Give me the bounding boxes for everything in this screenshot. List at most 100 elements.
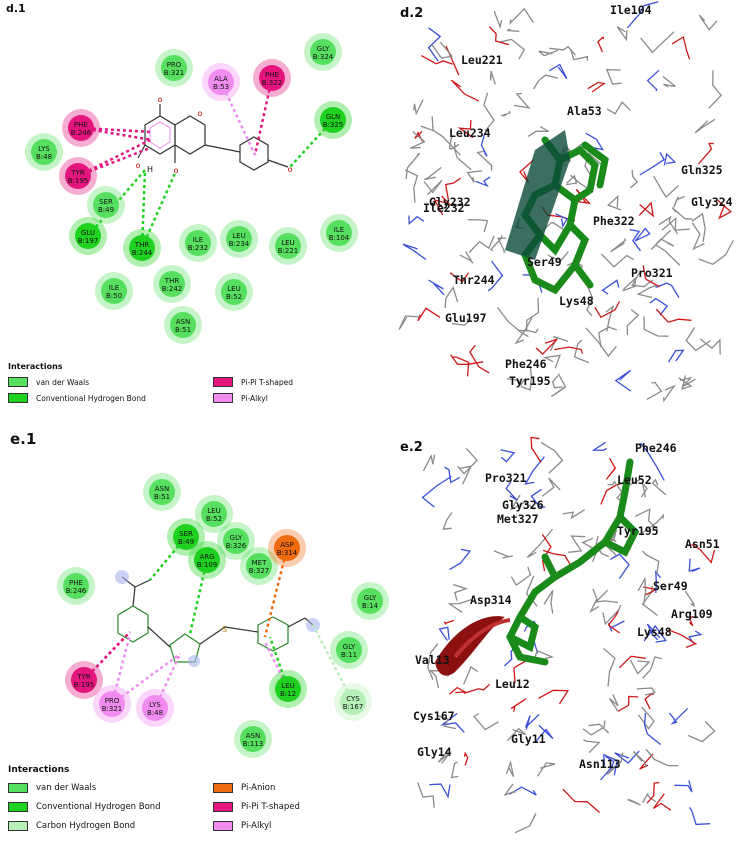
legend-label: Pi-Alkyl: [241, 821, 272, 831]
legend-swatch: [8, 821, 28, 831]
residue-asn-b113: [240, 726, 266, 752]
residue-label-3d: Glu197: [445, 311, 487, 325]
residue-label: LYS: [149, 701, 161, 709]
panel-tag-e1: e.1: [10, 430, 37, 448]
residue-label-3d: Ala53: [567, 104, 602, 118]
residue-label-3d: Met327: [497, 512, 539, 526]
residue-label: B:327: [249, 567, 270, 575]
residue-label: B:109: [197, 561, 218, 569]
residue-label: GLY: [343, 643, 356, 651]
residue-label: LYS: [38, 145, 50, 153]
residue-lys-b48: [31, 139, 57, 165]
legend-item: van der Waals: [8, 783, 96, 793]
residue-label: GLU: [81, 229, 95, 237]
residue-label-3d: Ser49: [653, 579, 688, 593]
panel-tag-d1: d.1: [6, 2, 26, 15]
residue-ser-b49: [173, 524, 199, 550]
residue-label: GLY: [317, 45, 330, 53]
residue-label-3d: Tyr195: [509, 374, 551, 388]
interaction-line: [289, 119, 334, 168]
residue-label: B:195: [68, 177, 89, 185]
residue-label: B:326: [226, 542, 247, 550]
ligand-structure-e1: [117, 576, 316, 663]
residue-label-3d: Val13: [415, 653, 450, 667]
svg-text:o: o: [174, 166, 179, 175]
svg-text:H: H: [147, 165, 153, 174]
legend-swatch: [213, 821, 233, 831]
residue-label-3d: Pro321: [631, 266, 673, 280]
interaction-line: [253, 77, 274, 156]
residue-label-3d: Asn113: [579, 757, 621, 771]
legend-swatch: [8, 783, 28, 793]
residue-label: ASN: [155, 485, 169, 493]
residue-label-3d: Gly14: [417, 745, 452, 759]
legend-item: Pi-Pi T-shaped: [213, 802, 300, 812]
interaction-line: [311, 624, 355, 703]
svg-text:o: o: [136, 161, 141, 170]
legend-label: Conventional Hydrogen Bond: [36, 802, 161, 812]
svg-text:S: S: [222, 625, 227, 634]
residue-label-3d: Lys48: [559, 294, 594, 308]
residue-label: CYS: [346, 695, 360, 703]
legend-swatch: [8, 377, 28, 387]
residue-phe-b246: [68, 115, 94, 141]
residue-label-3d: Lys48: [637, 625, 672, 639]
legend-item: van der Waals: [8, 377, 89, 387]
residue-label-3d: Tyr195: [617, 524, 659, 538]
structure-3d-d2: Ile104Leu221Ala53Leu234Gln325Gly324Phe32…: [398, 1, 734, 403]
interaction-line: [83, 636, 126, 681]
legend-label: van der Waals: [36, 377, 90, 387]
residue-label-3d: Gly326: [502, 498, 544, 512]
residue-label: PHE: [69, 579, 83, 587]
residue-label: LEU: [281, 239, 294, 247]
interaction-line: [111, 652, 181, 706]
residue-label: PRO: [105, 697, 120, 705]
residue-label-3d: Leu221: [461, 53, 503, 67]
residue-label-3d: Phe322: [593, 214, 635, 228]
residue-asn-b51: [170, 312, 196, 338]
residue-label: LEU: [232, 232, 245, 240]
legend-label: Pi-Anion: [241, 783, 276, 793]
residue-label: ASP: [280, 541, 293, 549]
residue-label: THR: [134, 241, 150, 249]
residue-label: LEU: [207, 507, 220, 515]
legend-item: Pi-Anion: [213, 783, 275, 793]
residue-label: SER: [99, 198, 113, 206]
residue-label-3d: Leu12: [495, 677, 530, 691]
residue-label: GLY: [364, 594, 377, 602]
residue-label-3d: Ile104: [610, 3, 652, 17]
legend-label: Pi-Pi T-shaped: [241, 377, 293, 387]
interaction-diagram-d1: o o o o o H PROB:321GLYB:324ALAB:53PHEB:…: [25, 33, 358, 344]
residue-label: B:49: [178, 538, 194, 546]
panel-tag-e2: e.2: [400, 440, 423, 455]
residue-label: B:167: [343, 703, 364, 711]
residue-label-3d: Gly11: [511, 732, 546, 746]
residue-label-3d: Cys167: [413, 709, 455, 723]
residue-label: B:197: [78, 237, 99, 245]
svg-text:o: o: [288, 165, 293, 174]
residue-label-3d: Arg109: [671, 607, 713, 621]
svg-text:o: o: [198, 109, 203, 118]
residue-label: B:51: [154, 493, 170, 501]
interaction-line: [140, 172, 177, 249]
residue-label: B:11: [341, 651, 357, 659]
legend-label: Pi-Alkyl: [241, 393, 268, 403]
residue-gly-b326: [223, 528, 249, 554]
residue-label-3d: Ser49: [527, 255, 562, 269]
legend-item: Conventional Hydrogen Bond: [8, 393, 146, 403]
residue-gln-b325: [320, 107, 346, 133]
residue-phe-b246: [63, 573, 89, 599]
structure-3d-e2: Pro321Phe246Leu52Gly326Met327Tyr195Asn51…: [413, 436, 720, 834]
residue-label: LEU: [281, 682, 294, 690]
residue-arg-b109: [194, 547, 220, 573]
residue-gly-b14: [357, 588, 383, 614]
residue-label: B:314: [277, 549, 298, 557]
legend-title-d1: Interactions: [8, 362, 63, 371]
residue-label-3d: Leu52: [617, 473, 652, 487]
residue-thr-b242: [159, 271, 185, 297]
interaction-line: [140, 169, 147, 249]
interaction-line: [219, 81, 257, 156]
